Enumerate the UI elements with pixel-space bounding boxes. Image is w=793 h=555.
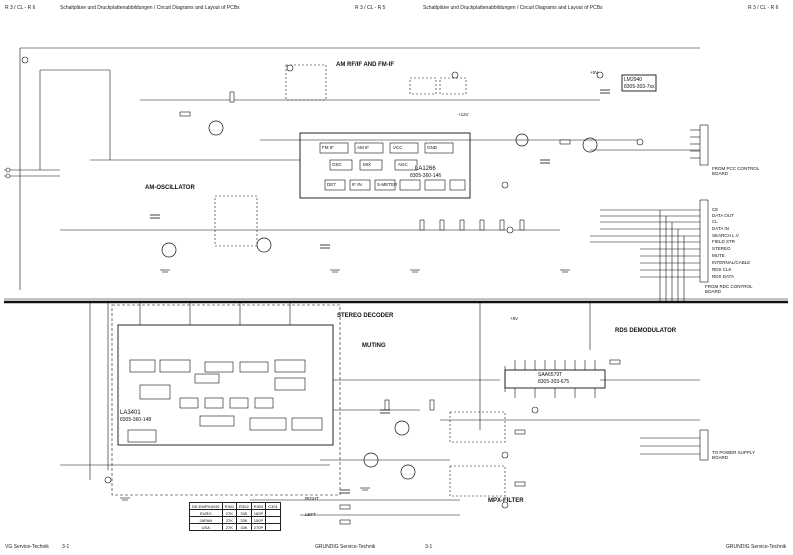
table-cell: 270P xyxy=(250,523,267,531)
table-cell: EURO xyxy=(189,509,223,517)
footer-left-brand: VG Service-Technik xyxy=(5,544,49,550)
signal-rds-clk: RDS CLK xyxy=(712,267,732,272)
table-header-row: DE-EMPHASIS R301 R302 R303 C301 xyxy=(189,502,281,510)
table-cell: 33K xyxy=(236,509,252,517)
table-cell xyxy=(265,523,281,531)
table-row: JAPAN 27K 33K 150P xyxy=(189,516,281,524)
pin-label-6: MIX xyxy=(363,162,372,167)
signal-data-out: DATA OUT xyxy=(712,213,734,218)
ic-regulator-name: LM2940 xyxy=(624,77,643,83)
table-header: R302 xyxy=(236,502,252,510)
label-left: LEFT xyxy=(305,512,317,517)
pin-label-9: IF IN xyxy=(352,182,362,187)
signal-cl: CL xyxy=(712,219,718,224)
table-cell: 27K xyxy=(221,523,238,531)
header-right-page: R 3 / CL - R 6 xyxy=(748,5,779,11)
header-right-title: Schaltpläne und Druckplattenabbildungen … xyxy=(423,5,603,11)
label-plus12v: +12V xyxy=(458,112,469,117)
signal-ce: CE xyxy=(712,207,719,212)
ic-la1266-part: 8305-360-146 xyxy=(410,173,442,179)
de-emphasis-table: DE-EMPHASIS R301 R302 R303 C301 EURO 27K… xyxy=(189,502,281,531)
pin-label-4: GND xyxy=(427,145,437,150)
label-to-power: TO POWER SUPPLY BOARD xyxy=(712,450,756,460)
label-stereo-decoder: STEREO DECODER xyxy=(337,313,394,319)
signal-rds-data: RDS DATA xyxy=(712,274,735,279)
table-header: C301 xyxy=(265,502,281,510)
table-header: DE-EMPHASIS xyxy=(189,502,223,510)
pin-label-10: S-METER xyxy=(377,182,398,187)
label-plus5v: +5V xyxy=(590,70,599,75)
header-center-page: R 3 / CL - R 5 xyxy=(355,5,386,11)
pin-label-2: AM IF xyxy=(357,145,369,150)
pin-label-3: VCC xyxy=(393,145,403,150)
label-rds-demodulator: RDS DEMODULATOR xyxy=(615,328,677,334)
label-mpx-filter: MPX-FILTER xyxy=(488,498,524,504)
signal-data-in: DATA IN xyxy=(712,226,729,231)
table-cell: 27K xyxy=(221,516,238,524)
table-cell xyxy=(265,516,281,524)
table-cell: 33K xyxy=(236,523,252,531)
table-header: R301 xyxy=(221,502,238,510)
pin-label-7: AGC xyxy=(398,162,408,167)
ic-la3401-part: 8305-360-148 xyxy=(120,417,152,423)
footer-center-page: 3-1 xyxy=(425,544,433,550)
label-from-rdc: FROM RDC CONTROL BOARD xyxy=(705,284,753,294)
table-cell: JAPAN xyxy=(189,516,223,524)
label-from-pcc: FROM PCC CONTROL BOARD xyxy=(712,166,760,176)
ic-la1266-name: LA1266 xyxy=(415,166,436,172)
pin-label-5: OSC xyxy=(332,162,342,167)
table-cell xyxy=(265,509,281,517)
label-right: RIGHT xyxy=(305,496,319,501)
signal-stereo: STEREO xyxy=(712,246,731,251)
label-am-rf: AM RF/IF AND FM-IF xyxy=(336,62,395,68)
pin-label-1: FM IF xyxy=(322,145,334,150)
ic-la3401-name: LA3401 xyxy=(120,410,141,416)
table-row: EURO 27K 33K 180P xyxy=(189,509,281,517)
label-am-oscillator: AM-OSCILLATOR xyxy=(145,185,195,191)
pin-label-8: DET xyxy=(327,182,336,187)
header-left-title: Schaltpläne und Druckplattenabbildungen … xyxy=(60,5,240,11)
signal-internal: INTERNAL/CABLE xyxy=(712,260,751,265)
table-cell: 33K xyxy=(236,516,252,524)
table-cell: 180P xyxy=(250,509,267,517)
footer-left-page: 3-1 xyxy=(62,544,70,550)
signal-search-lv: SEARCH L.V xyxy=(712,233,739,238)
table-cell: 150P xyxy=(250,516,267,524)
footer-right-brand: GRUNDIG Service-Technik xyxy=(726,544,787,550)
label-plus8v: +8V xyxy=(510,316,519,321)
table-row: USA 27K 33K 270P xyxy=(189,523,281,531)
table-cell: 27K xyxy=(221,509,238,517)
ic-saa6579t-name: SAA6579T xyxy=(538,372,563,378)
header-left-page: R 3 / CL - R 6 xyxy=(5,5,36,11)
table-cell: USA xyxy=(189,523,223,531)
ic-regulator-part: 8305-303-7xx xyxy=(624,84,655,90)
footer-center-brand: GRUNDIG Service-Technik xyxy=(315,544,376,550)
signal-mute: MUTE xyxy=(712,253,725,258)
label-muting: MUTING xyxy=(362,343,386,349)
table-header: R303 xyxy=(250,502,267,510)
ic-saa6579t-part: 8305-303-675 xyxy=(538,379,570,385)
signal-field-str: FIELD STR xyxy=(712,239,736,244)
